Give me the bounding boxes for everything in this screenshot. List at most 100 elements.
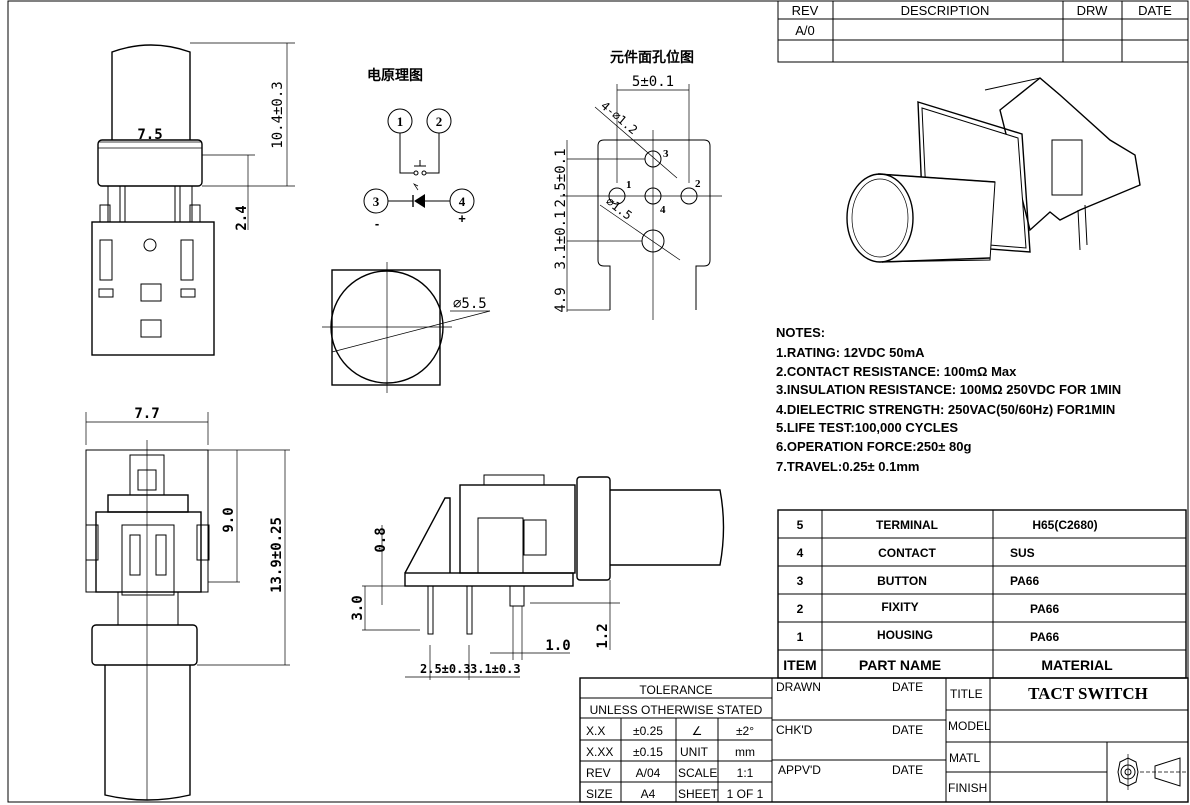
drawing-title: TACT SWITCH <box>1028 684 1148 703</box>
notes-title: NOTES: <box>776 325 825 340</box>
dim-body: 9.0 <box>221 507 237 532</box>
dim-hole-bottom: 4.9 <box>553 287 569 312</box>
rev-value: A/04 <box>636 766 661 780</box>
bom-material: SUS <box>1010 546 1035 560</box>
material-label: MATL <box>949 751 980 765</box>
tol-cell: ±0.15 <box>633 745 663 759</box>
scale-label: SCALE <box>678 766 717 780</box>
top-view: 7.5 10.4±0.3 2.4 <box>91 42 295 356</box>
hole-pin-1: 1 <box>626 179 632 191</box>
note-item: 3.INSULATION RESISTANCE: 100MΩ 250VDC FO… <box>776 382 1121 397</box>
bom-part: CONTACT <box>878 546 936 560</box>
dim-hole-top: 2.5±0.1 <box>553 148 569 207</box>
bom-item: 4 <box>797 546 804 560</box>
drw-header: DRW <box>1077 3 1109 18</box>
dim-hole-large: ⌀1.5 <box>603 194 635 223</box>
hole-pin-4: 4 <box>660 204 666 216</box>
size-value: A4 <box>641 787 656 801</box>
bom-item: 5 <box>797 518 804 532</box>
dim-hole-small: 4-⌀1.2 <box>598 99 640 138</box>
tol-cell: X.XX <box>586 745 613 759</box>
title-block: TOLERANCE UNLESS OTHERWISE STATED X.X ±0… <box>579 677 1189 803</box>
model-label: MODEL <box>948 719 991 733</box>
dim-leg: 2.4 <box>234 205 250 230</box>
bom-material: PA66 <box>1030 630 1059 644</box>
scale-value: 1:1 <box>737 766 754 780</box>
revision-table: REV DESCRIPTION DRW DATE A/0 <box>777 0 1189 63</box>
dim-top-height: 10.4±0.3 <box>270 81 286 148</box>
note-item: 5.LIFE TEST:100,000 CYCLES <box>776 420 958 435</box>
bom-item: 2 <box>797 602 804 616</box>
bom-part: BUTTON <box>877 574 927 588</box>
description-header: DESCRIPTION <box>901 3 990 18</box>
dim-pin-width: 1.0 <box>545 638 570 654</box>
bottom-view: 7.7 9.0 13.9±0.25 <box>85 406 290 801</box>
checked-label: CHK'D <box>776 723 813 737</box>
dim-hole-mid: 3.1±0.1 <box>553 210 569 269</box>
front-view: ⌀5.5 <box>322 262 491 393</box>
isometric-view <box>846 77 1141 263</box>
bom-material: H65(C2680) <box>1032 518 1097 532</box>
unit-value: mm <box>735 745 755 759</box>
dim-total: 13.9±0.25 <box>269 517 285 593</box>
pin-3: 3 <box>373 194 380 209</box>
bom-part: FIXITY <box>881 600 918 614</box>
drawn-date-label: DATE <box>892 680 923 694</box>
sheet-label: SHEET <box>678 787 719 801</box>
hole-pin-3: 3 <box>663 148 669 160</box>
sheet-value: 1 OF 1 <box>727 787 764 801</box>
schematic: 电原理图 1 2 3 4 - + <box>363 67 475 231</box>
tol-cell: ±2° <box>736 724 754 738</box>
dim-hole-width: 5±0.1 <box>632 74 674 90</box>
bom-part: HOUSING <box>877 628 933 642</box>
bom-header-material: MATERIAL <box>1041 657 1113 673</box>
dim-pitch-1: 2.5±0.3 <box>420 662 471 676</box>
drawn-label: DRAWN <box>776 680 821 694</box>
approved-date-label: DATE <box>892 763 923 777</box>
hole-layout: 元件面孔位图 5±0.1 4-⌀1.2 ⌀1.5 1 2 3 4 2.5±0.1… <box>553 49 722 320</box>
angle-icon: ∠ <box>692 724 703 738</box>
dim-offset: 1.2 <box>595 623 611 648</box>
pin-4: 4 <box>459 194 466 209</box>
note-item: 7.TRAVEL:0.25± 0.1mm <box>776 459 919 474</box>
bom-item: 3 <box>797 574 804 588</box>
pin-1: 1 <box>397 114 404 129</box>
hole-pin-2: 2 <box>695 178 701 190</box>
minus-sign: - <box>375 216 379 231</box>
bom-header-item: ITEM <box>783 657 816 673</box>
finish-label: FINISH <box>948 781 987 795</box>
size-label: SIZE <box>586 787 613 801</box>
note-item: 1.RATING: 12VDC 50mA <box>776 345 925 360</box>
hole-layout-title: 元件面孔位图 <box>610 49 694 65</box>
bom-part: TERMINAL <box>876 518 938 532</box>
side-view: 3.0 0.8 1.2 1.0 2.5±0.3 3.1±0.3 <box>350 474 725 680</box>
bom-material: PA66 <box>1010 574 1039 588</box>
checked-date-label: DATE <box>892 723 923 737</box>
tol-cell: X.X <box>586 724 605 738</box>
bom-item: 1 <box>797 630 804 644</box>
projection-symbol-icon <box>1117 754 1186 790</box>
date-header: DATE <box>1138 3 1172 18</box>
schematic-title: 电原理图 <box>367 67 423 83</box>
bom-header-part: PART NAME <box>859 657 941 673</box>
dim-pitch-2: 3.1±0.3 <box>470 662 521 676</box>
plus-sign: + <box>458 211 466 226</box>
pin-2: 2 <box>436 114 443 129</box>
title-label: TITLE <box>950 687 983 701</box>
note-item: 4.DIELECTRIC STRENGTH: 250VAC(50/60Hz) F… <box>776 402 1115 417</box>
dim-top-width: 7.5 <box>137 127 162 143</box>
rev-value: A/0 <box>795 23 815 38</box>
dim-bottom-width: 7.7 <box>134 406 159 422</box>
dim-plate: 0.8 <box>373 527 389 552</box>
unless-label: UNLESS OTHERWISE STATED <box>590 703 763 717</box>
note-item: 6.OPERATION FORCE:250± 80g <box>776 439 971 454</box>
bom-table: 5 TERMINAL H65(C2680) 4 CONTACT SUS 3 BU… <box>777 509 1187 679</box>
dim-diameter: ⌀5.5 <box>453 296 487 312</box>
tol-cell: ±0.25 <box>633 724 663 738</box>
note-item: 2.CONTACT RESISTANCE: 100mΩ Max <box>776 364 1017 379</box>
tolerance-label: TOLERANCE <box>639 683 712 697</box>
dim-pin-length: 3.0 <box>350 595 366 620</box>
unit-label: UNIT <box>680 745 709 759</box>
rev-label: REV <box>586 766 611 780</box>
